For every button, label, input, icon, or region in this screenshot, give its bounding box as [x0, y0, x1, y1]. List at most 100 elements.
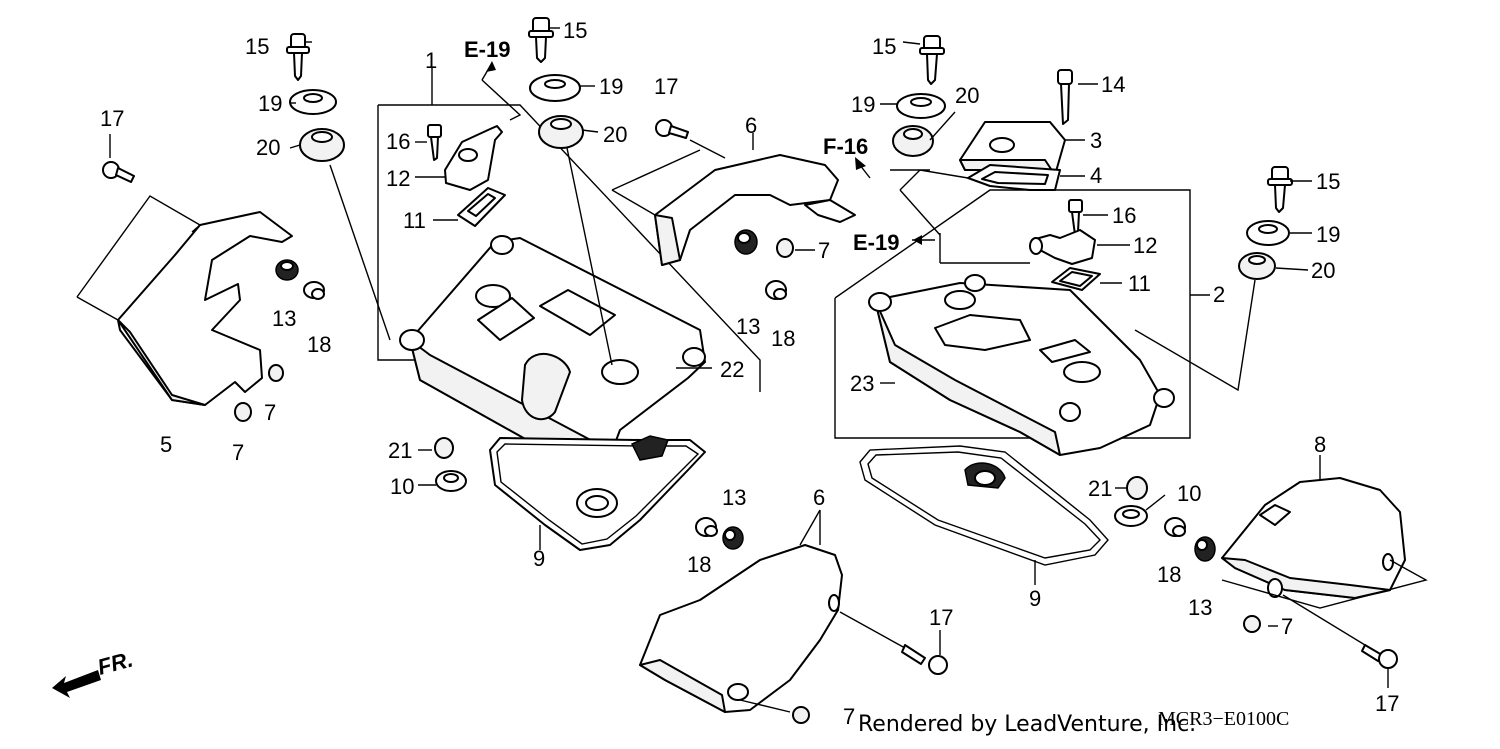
- callout-12-left: 12: [386, 166, 410, 191]
- right-side-cover[interactable]: [1221, 477, 1406, 599]
- callout-7-left-b: 7: [232, 440, 244, 465]
- callout-7-bottom: 7: [843, 704, 855, 729]
- callout-5: 5: [160, 432, 172, 457]
- nut-7-left-a[interactable]: [268, 364, 284, 382]
- callout-15-right-center: 15: [872, 34, 896, 59]
- gasket-4[interactable]: [967, 164, 1061, 191]
- callout-13-left: 13: [272, 306, 296, 331]
- spacer-21-left[interactable]: [434, 437, 454, 459]
- callout-19-right: 19: [1316, 222, 1340, 247]
- right-head-gasket[interactable]: [859, 445, 1109, 566]
- callout-7-left-a: 7: [264, 400, 276, 425]
- grommet-13-right[interactable]: [1194, 536, 1216, 562]
- ref-e19-top[interactable]: E-19: [464, 37, 510, 62]
- callout-18-right: 18: [1157, 562, 1181, 587]
- bolt-16-right[interactable]: [1068, 199, 1083, 236]
- callout-7-right: 7: [1281, 614, 1293, 639]
- callout-20-center: 20: [603, 122, 627, 147]
- collar-18-lower-left[interactable]: [695, 517, 718, 537]
- callout-16-left: 16: [386, 129, 410, 154]
- bolt-15-left[interactable]: [286, 33, 310, 81]
- diagram-code: MCR3−E0100C: [1158, 708, 1290, 730]
- callout-21-left: 21: [388, 438, 412, 463]
- grommet-13-center[interactable]: [734, 229, 758, 255]
- callout-22: 22: [720, 357, 744, 382]
- callout-18-lower-left: 18: [687, 552, 711, 577]
- callout-1: 1: [425, 48, 437, 73]
- lower-center-cover[interactable]: [639, 544, 843, 713]
- arrow-f16: [855, 157, 866, 170]
- bolt-17-left[interactable]: [102, 161, 135, 183]
- grommet-20-right-center[interactable]: [892, 125, 934, 157]
- gasket-11-left[interactable]: [457, 187, 506, 227]
- gasket-11-right[interactable]: [1051, 267, 1101, 291]
- callout-12-right: 12: [1133, 233, 1157, 258]
- ref-e19-mid[interactable]: E-19: [853, 230, 899, 255]
- nut-7-bottom-center[interactable]: [792, 706, 810, 724]
- callout-13-center: 13: [736, 314, 760, 339]
- callout-14: 14: [1101, 72, 1125, 97]
- upper-center-cover[interactable]: [654, 154, 856, 266]
- front-label: FR.: [95, 647, 136, 680]
- callout-20-right: 20: [1311, 258, 1335, 283]
- bolt-17-right[interactable]: [1361, 644, 1398, 669]
- breather-fitting-12-right[interactable]: [1029, 229, 1096, 265]
- grommet-20-right[interactable]: [1238, 252, 1276, 280]
- callout-17-top: 17: [654, 74, 678, 99]
- bolt-16-left[interactable]: [427, 124, 442, 161]
- bolt-15-center[interactable]: [528, 17, 554, 63]
- callout-23: 23: [850, 371, 874, 396]
- arrow-e19-top: [486, 61, 496, 72]
- callout-9-right: 9: [1029, 586, 1041, 611]
- callout-13-right: 13: [1188, 595, 1212, 620]
- collar-18-center[interactable]: [765, 280, 787, 300]
- left-cylinder-head-cover[interactable]: [399, 235, 706, 469]
- bolt-17-top[interactable]: [655, 119, 689, 139]
- grommet-20-left[interactable]: [299, 128, 345, 162]
- collar-18-left[interactable]: [303, 281, 325, 300]
- washer-10-right[interactable]: [1114, 505, 1148, 527]
- callout-16-right: 16: [1112, 203, 1136, 228]
- nut-7-center-top[interactable]: [776, 238, 794, 258]
- nut-7-right[interactable]: [1243, 615, 1261, 633]
- callout-19-right-center: 19: [851, 92, 875, 117]
- bolt-17-lower-center[interactable]: [901, 644, 948, 675]
- bolt-15-right-center[interactable]: [919, 35, 945, 85]
- callout-7-center: 7: [818, 238, 830, 263]
- washer-10-left[interactable]: [435, 470, 467, 492]
- callout-8: 8: [1314, 432, 1326, 457]
- front-direction-arrow-icon: [52, 670, 101, 698]
- callout-6-lower: 6: [813, 485, 825, 510]
- arrow-e19-mid: [913, 235, 922, 245]
- callout-21-right: 21: [1088, 476, 1112, 501]
- grommet-13-left[interactable]: [275, 259, 299, 281]
- callout-6-upper: 6: [745, 113, 757, 138]
- collar-18-right[interactable]: [1164, 517, 1186, 537]
- callout-11-right: 11: [1128, 271, 1151, 296]
- grommet-20-center[interactable]: [538, 115, 584, 149]
- callout-15-right: 15: [1316, 169, 1340, 194]
- callout-13-lower-left: 13: [722, 485, 746, 510]
- callout-18-center: 18: [771, 326, 795, 351]
- callout-10-left: 10: [390, 474, 414, 499]
- spacer-21-right[interactable]: [1126, 476, 1148, 500]
- callout-9-left: 9: [533, 546, 545, 571]
- bolt-15-right[interactable]: [1267, 166, 1293, 213]
- callout-19-left: 19: [258, 91, 282, 116]
- callout-3: 3: [1090, 128, 1102, 153]
- callout-20-left: 20: [256, 135, 280, 160]
- callout-10-right: 10: [1177, 481, 1201, 506]
- callout-17-right: 17: [1375, 691, 1399, 716]
- left-side-cover[interactable]: [117, 211, 293, 406]
- left-head-gasket[interactable]: [489, 435, 706, 551]
- right-cylinder-head-cover[interactable]: [868, 274, 1175, 456]
- breather-fitting-12-left[interactable]: [444, 125, 503, 191]
- bolt-14[interactable]: [1057, 69, 1073, 125]
- callout-19-center: 19: [599, 74, 623, 99]
- grommet-13-lower-left[interactable]: [722, 526, 744, 550]
- nut-7-left-b[interactable]: [234, 402, 252, 422]
- ref-f16[interactable]: F-16: [823, 134, 868, 159]
- callout-15-center: 15: [563, 18, 587, 43]
